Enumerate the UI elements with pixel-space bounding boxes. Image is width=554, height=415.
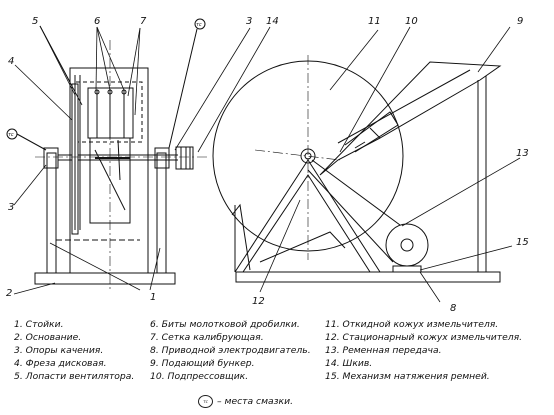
legend-item: 13. Ременная передача. — [325, 345, 442, 356]
bearing-right — [154, 147, 170, 169]
bearing-left — [43, 147, 59, 169]
legend-item: 1. Стойки. — [14, 319, 64, 330]
pulley — [175, 146, 194, 170]
legend-item: 6. Биты молотковой дробилки. — [150, 319, 300, 330]
hopper — [319, 61, 502, 176]
callout-11: 11 — [368, 16, 381, 27]
legend-item: 4. Фреза дисковая. — [14, 358, 107, 369]
legend-column-3: 11. Откидной кожух измельчителя. 12. Ста… — [325, 318, 522, 383]
callout-12: 12 — [252, 296, 265, 307]
legend-item: 11. Откидной кожух измельчителя. — [325, 319, 499, 330]
lubrication-note-text: – места смазки. — [217, 396, 293, 407]
left-view — [6, 18, 210, 290]
legend-item: 7. Сетка калибрующая. — [150, 332, 264, 343]
right-view — [212, 55, 502, 283]
callout-10: 10 — [405, 16, 418, 27]
lube-marker-icon: тс — [198, 395, 213, 408]
legend-item: 14. Шкив. — [325, 358, 373, 369]
lube-marker — [194, 18, 206, 30]
legend-item: 3. Опоры качения. — [14, 345, 104, 356]
callout-3-top: 3 — [246, 16, 252, 27]
stand-right — [156, 152, 167, 274]
callout-2: 2 — [6, 288, 12, 299]
callout-5: 5 — [32, 16, 38, 27]
legend-item: 9. Подающий бункер. — [150, 358, 255, 369]
lubrication-note: тс – места смазки. — [198, 395, 293, 408]
callout-7: 7 — [140, 16, 147, 27]
lube-label: тс — [8, 132, 14, 138]
legend-item: 2. Основание. — [14, 332, 82, 343]
legend-item: 15. Механизм натяжения ремней. — [325, 371, 490, 382]
callout-3-left: 3 — [8, 202, 14, 213]
callout-1: 1 — [150, 292, 156, 303]
stand-left — [46, 152, 57, 274]
callout-4: 4 — [8, 56, 14, 67]
callout-9: 9 — [517, 16, 523, 27]
callout-6: 6 — [94, 16, 100, 27]
callout-14: 14 — [266, 16, 279, 27]
callout-15: 15 — [516, 237, 529, 248]
lube-label: тс — [196, 22, 202, 28]
leader-lines — [13, 25, 521, 303]
legend-column-2: 6. Биты молотковой дробилки. 7. Сетка ка… — [150, 318, 311, 383]
legend-item: 12. Стационарный кожух измельчителя. — [325, 332, 523, 343]
motor — [385, 223, 429, 267]
legend-item: 10. Подпрессовщик. — [150, 371, 249, 382]
legend-item: 8. Приводной электродвигатель. — [150, 345, 311, 356]
legend-item: 5. Лопасти вентилятора. — [14, 371, 135, 382]
base-right — [235, 271, 501, 283]
legend-column-1: 1. Стойки. 2. Основание. 3. Опоры качени… — [14, 318, 134, 383]
crusher-housing — [69, 67, 149, 274]
callout-8: 8 — [450, 303, 456, 314]
callout-13: 13 — [516, 148, 529, 159]
